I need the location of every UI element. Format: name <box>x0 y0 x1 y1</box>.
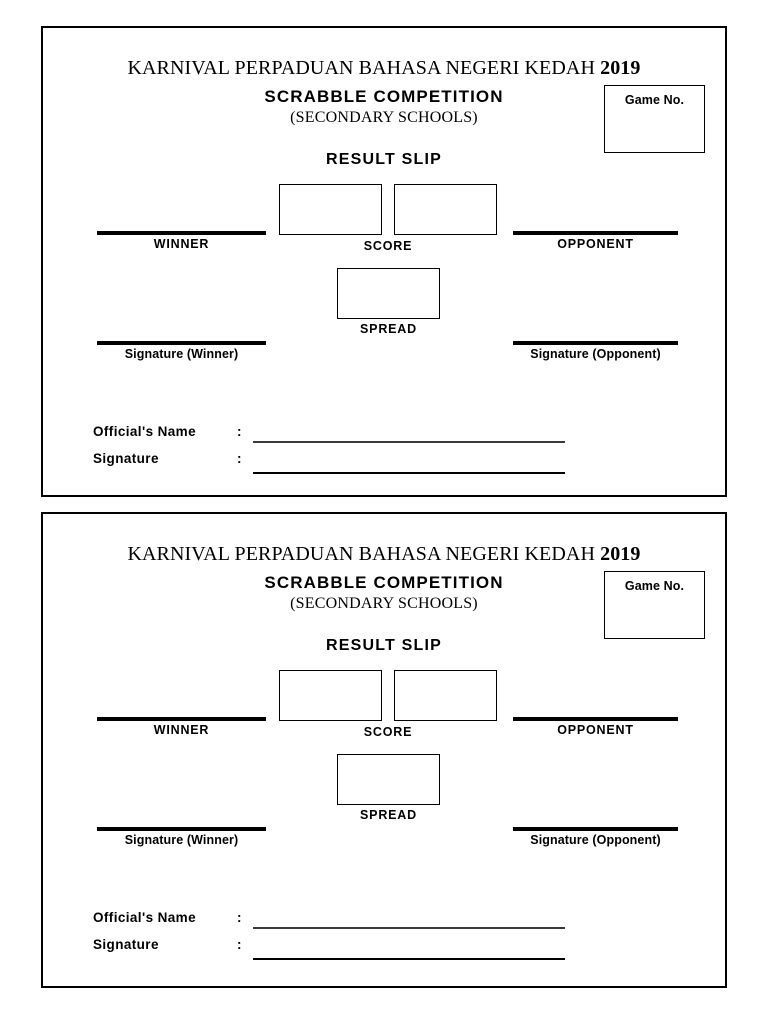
official-name-label: Official's Name <box>93 424 196 439</box>
official-name-input-line[interactable] <box>253 927 565 929</box>
spread-box[interactable] <box>337 754 440 805</box>
official-name-colon: : <box>237 424 242 439</box>
event-title: KARNIVAL PERPADUAN BAHASA NEGERI KEDAH 2… <box>43 57 725 80</box>
game-no-box[interactable]: Game No. <box>604 85 705 153</box>
signature-opponent-label: Signature (Opponent) <box>530 833 661 847</box>
official-name-colon: : <box>237 910 242 925</box>
signature-opponent-field[interactable]: Signature (Opponent) <box>513 827 678 847</box>
category-subtitle: (SECONDARY SCHOOLS) <box>290 595 478 612</box>
competition-title: SCRABBLE COMPETITION <box>264 87 504 106</box>
official-signature-colon: : <box>237 451 242 466</box>
signature-opponent-rule <box>513 827 678 831</box>
opponent-field[interactable]: OPPONENT <box>513 717 678 737</box>
winner-field[interactable]: WINNER <box>97 717 266 737</box>
winner-label: WINNER <box>153 723 210 737</box>
competition-title: SCRABBLE COMPETITION <box>264 573 504 592</box>
winner-label: WINNER <box>153 237 210 251</box>
game-no-label: Game No. <box>624 579 685 593</box>
game-no-box[interactable]: Game No. <box>604 571 705 639</box>
result-slip-1: KARNIVAL PERPADUAN BAHASA NEGERI KEDAH 2… <box>41 26 727 497</box>
opponent-label: OPPONENT <box>557 723 634 737</box>
event-title-text: KARNIVAL PERPADUAN BAHASA NEGERI KEDAH <box>127 57 601 79</box>
signature-opponent-label: Signature (Opponent) <box>530 347 661 361</box>
slip-content: KARNIVAL PERPADUAN BAHASA NEGERI KEDAH 2… <box>43 514 725 986</box>
spread-label: SPREAD <box>360 808 417 822</box>
category-subtitle: (SECONDARY SCHOOLS) <box>290 109 478 126</box>
signature-winner-rule <box>97 341 266 345</box>
event-title-text: KARNIVAL PERPADUAN BAHASA NEGERI KEDAH <box>127 543 601 565</box>
official-signature-label: Signature <box>93 451 159 466</box>
signature-winner-label: Signature (Winner) <box>124 347 239 361</box>
form-title: RESULT SLIP <box>325 637 443 654</box>
spread-box[interactable] <box>337 268 440 319</box>
opponent-rule <box>513 231 678 235</box>
opponent-rule <box>513 717 678 721</box>
official-signature-input-line[interactable] <box>253 958 565 960</box>
score-winner-box[interactable] <box>279 184 382 235</box>
signature-winner-rule <box>97 827 266 831</box>
official-name-label: Official's Name <box>93 910 196 925</box>
spread-label: SPREAD <box>360 322 417 336</box>
score-label: SCORE <box>363 239 413 253</box>
signature-winner-field[interactable]: Signature (Winner) <box>97 827 266 847</box>
winner-field[interactable]: WINNER <box>97 231 266 251</box>
opponent-field[interactable]: OPPONENT <box>513 231 678 251</box>
event-title: KARNIVAL PERPADUAN BAHASA NEGERI KEDAH 2… <box>43 543 725 566</box>
slip-content: KARNIVAL PERPADUAN BAHASA NEGERI KEDAH 2… <box>43 28 725 495</box>
score-label: SCORE <box>363 725 413 739</box>
form-title: RESULT SLIP <box>325 151 443 168</box>
event-year: 2019 <box>600 57 641 79</box>
event-year: 2019 <box>600 543 641 565</box>
winner-rule <box>97 231 266 235</box>
signature-opponent-rule <box>513 341 678 345</box>
result-slip-2: KARNIVAL PERPADUAN BAHASA NEGERI KEDAH 2… <box>41 512 727 988</box>
signature-opponent-field[interactable]: Signature (Opponent) <box>513 341 678 361</box>
winner-rule <box>97 717 266 721</box>
game-no-label: Game No. <box>624 93 685 107</box>
opponent-label: OPPONENT <box>557 237 634 251</box>
official-signature-label: Signature <box>93 937 159 952</box>
score-opponent-box[interactable] <box>394 184 497 235</box>
signature-winner-label: Signature (Winner) <box>124 833 239 847</box>
signature-winner-field[interactable]: Signature (Winner) <box>97 341 266 361</box>
official-signature-colon: : <box>237 937 242 952</box>
score-opponent-box[interactable] <box>394 670 497 721</box>
official-signature-input-line[interactable] <box>253 472 565 474</box>
official-name-input-line[interactable] <box>253 441 565 443</box>
score-winner-box[interactable] <box>279 670 382 721</box>
